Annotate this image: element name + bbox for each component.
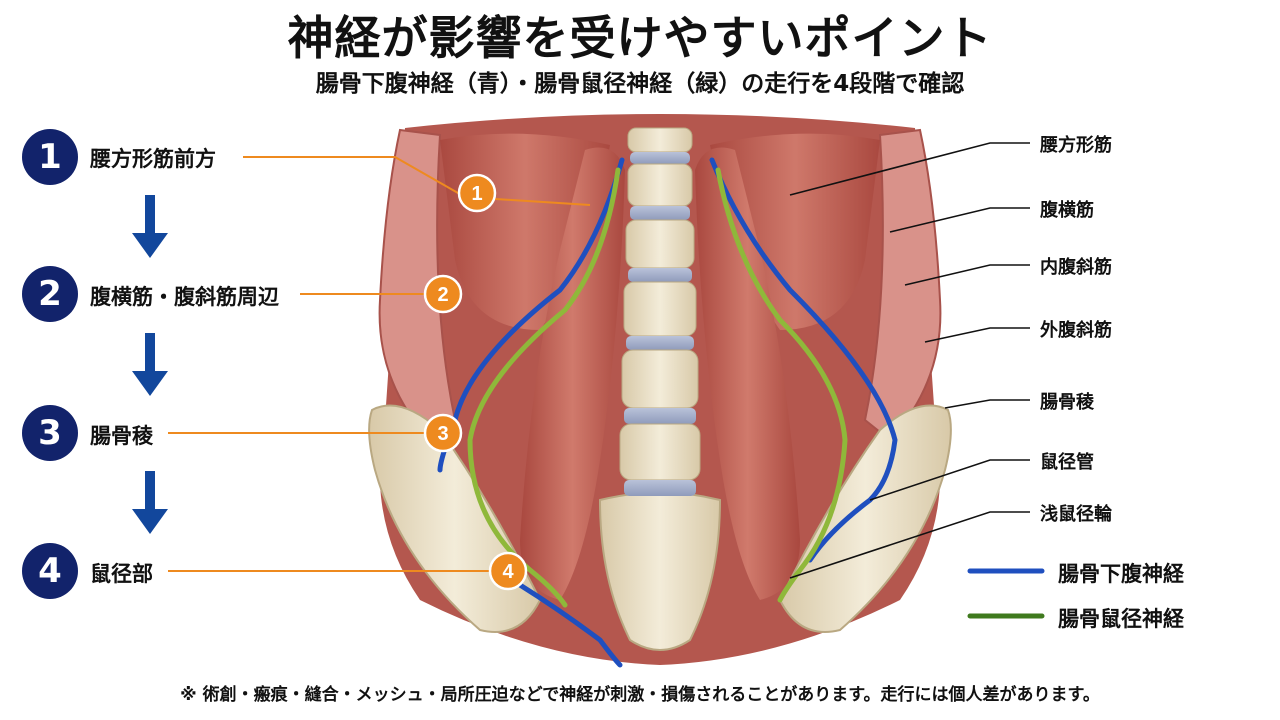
- right-leader-6: [869, 459, 1030, 501]
- down-arrow-2: [132, 333, 168, 396]
- down-arrow-1: [132, 195, 168, 258]
- marker-2: 2: [423, 274, 463, 314]
- left-psoas-muscle: [520, 147, 625, 600]
- left-abdominal-wall: [378, 128, 457, 442]
- footnote: ※ 術創・瘢痕・縫合・メッシュ・局所圧迫などで神経が刺激・損傷されることがありま…: [180, 685, 1100, 705]
- iliohypogastric-nerve-right: [709, 157, 898, 563]
- right-psoas-muscle: [695, 147, 800, 600]
- marker-1-label: 1: [471, 183, 482, 205]
- label-transversus-abdominis: 腹横筋: [1040, 200, 1094, 221]
- right-leader-7: [789, 511, 1030, 579]
- step-1-label: 腰方形筋前方: [90, 147, 216, 171]
- ilioinguinal-nerve-left: [467, 167, 621, 608]
- legend-iliohypogastric: 腸骨下腹神経: [1058, 562, 1184, 586]
- page-subtitle: 腸骨下腹神経（青）・腸骨鼠径神経（緑）の走行を4段階で確認: [315, 71, 965, 97]
- step-3-label: 腸骨稜: [90, 424, 153, 448]
- label-internal-oblique: 内腹斜筋: [1040, 257, 1112, 278]
- label-superficial-inguinal-ring: 浅鼠径輪: [1040, 504, 1112, 525]
- right-leader-4: [924, 327, 1030, 343]
- lumbar-spine: [619, 127, 701, 496]
- right-leader-3: [904, 264, 1030, 286]
- label-iliac-crest: 腸骨稜: [1040, 392, 1094, 413]
- leader-line-1: [243, 156, 591, 206]
- step-1-circle: 1: [22, 129, 78, 185]
- step-2-label: 腹横筋・腹斜筋周辺: [90, 285, 279, 309]
- right-leader-1: [789, 142, 1030, 196]
- right-iliac-bone: [778, 404, 952, 633]
- step-4-circle: 4: [22, 543, 78, 599]
- marker-4: 4: [488, 551, 528, 591]
- label-quadratus-lumborum: 腰方形筋: [1040, 135, 1112, 156]
- ilioinguinal-nerve-right: [715, 167, 848, 603]
- label-external-oblique: 外腹斜筋: [1040, 320, 1112, 341]
- step-3-circle: 3: [22, 405, 78, 461]
- iliohypogastric-nerve-left-lower: [517, 582, 623, 668]
- page-title: 神経が影響を受けやすいポイント: [287, 11, 993, 65]
- label-inguinal-canal: 鼠径管: [1040, 452, 1094, 473]
- right-leader-2: [889, 207, 1030, 233]
- marker-2-label: 2: [437, 284, 448, 306]
- marker-1: 1: [457, 173, 497, 213]
- legend-ilioinguinal: 腸骨鼠径神経: [1058, 607, 1184, 631]
- right-abdominal-wall: [863, 128, 942, 442]
- marker-3: 3: [423, 413, 463, 453]
- step-2-circle: 2: [22, 266, 78, 322]
- down-arrow-3: [132, 471, 168, 534]
- right-leader-5: [944, 399, 1030, 409]
- step-4-label: 鼠径部: [90, 562, 153, 586]
- marker-3-label: 3: [437, 423, 448, 445]
- marker-4-label: 4: [502, 561, 514, 583]
